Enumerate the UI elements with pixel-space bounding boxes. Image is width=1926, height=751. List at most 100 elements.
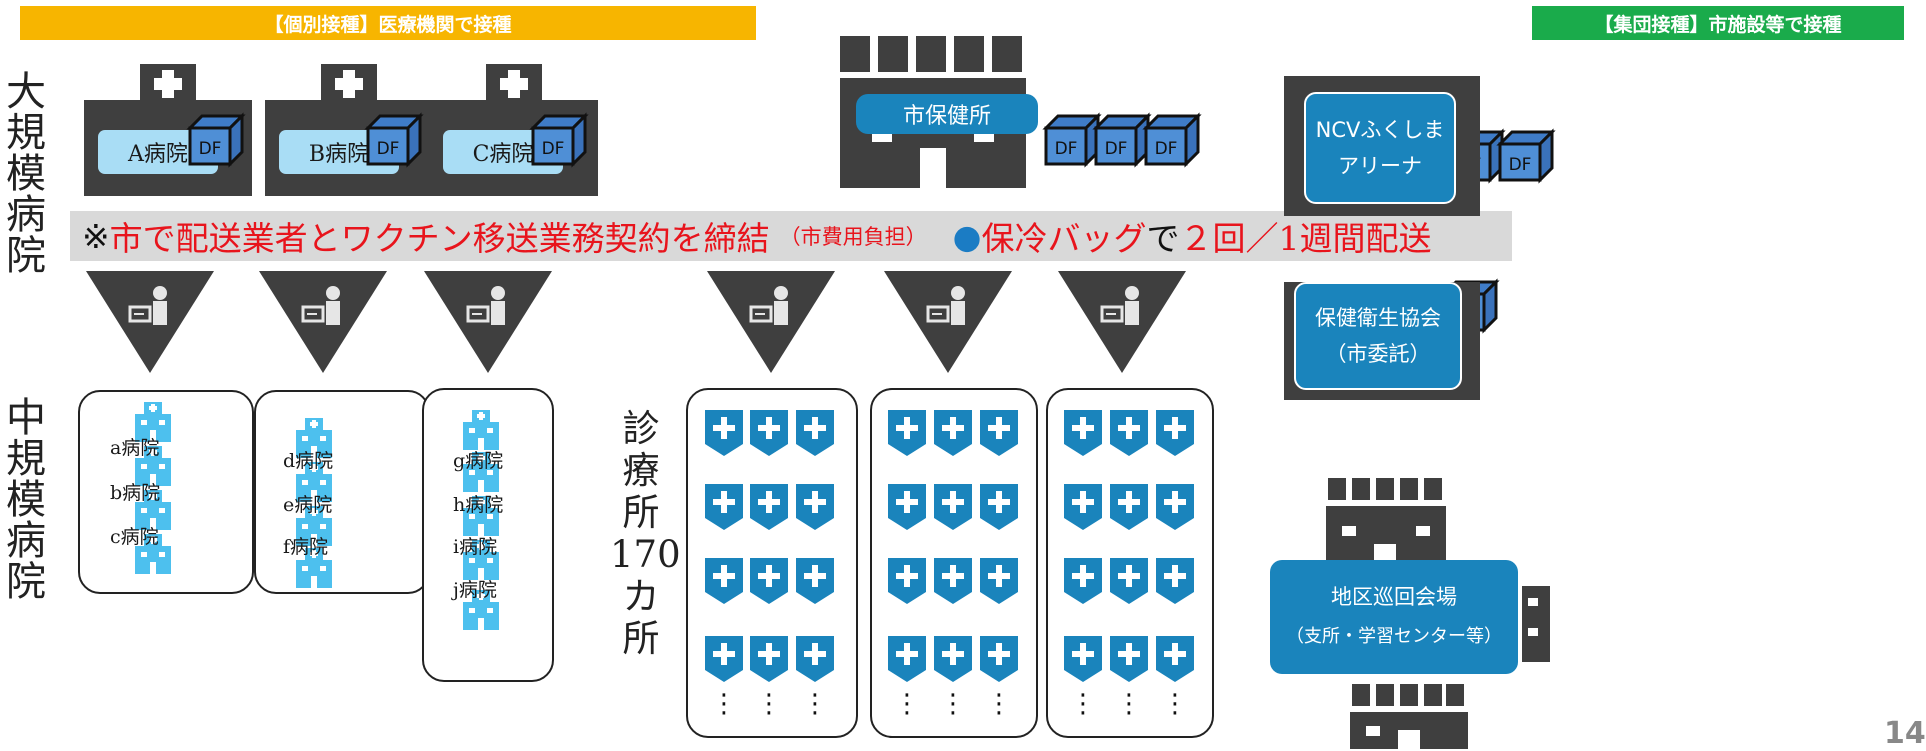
clinic-label: 診 療 所 170 カ 所 [610,407,681,660]
more-clinics-ellipsis: ⋮ [1162,689,1188,719]
clinic-icon [1156,636,1194,682]
clinic-icon [796,636,834,682]
clinic-icon [888,636,926,682]
clinic-icon [934,636,972,682]
hospital-building-icon [296,462,332,502]
individual-vaccination-header-text: 【個別接種】医療機関で接種 [264,13,512,36]
df-box-icon: DF [186,112,246,168]
association-name-line1: 保健衛生協会 [1315,306,1441,330]
df-box-icon: DF [364,112,424,168]
clinic-icon [934,558,972,604]
df-label: DF [542,139,565,159]
clinic-icon [750,558,788,604]
band-contract-text: 市で配送業者とワクチン移送業務契約を締結 [109,219,770,258]
clinic-icon [934,410,972,456]
band-mark: ※ [82,216,110,256]
label-char: 中 [6,395,46,441]
hospital-name: g病院 [453,450,504,472]
label-char: 模 [6,151,46,197]
clinic-icon [750,410,788,456]
mid-hospital-label: 中 規 模 病 院 [4,398,48,603]
hospital-name: f病院 [283,536,329,558]
clinic-icon [1110,484,1148,530]
page-number: 14 [1884,716,1926,751]
delivery-contract-band: ※ 市で配送業者とワクチン移送業務契約を締結 （市費用負担） ● 保冷バッグ で… [70,211,1512,261]
df-box-icon: DF [1042,112,1102,168]
hospital-name: d病院 [283,450,334,472]
clinic-icon [1156,410,1194,456]
health-center-text: 市保健所 [902,104,991,129]
band-cost-note: （市費用負担） [779,225,927,249]
hospital-building-icon [135,446,171,486]
courier-icon [466,286,505,325]
group-vaccination-header-text: 【集団接種】市施設等で接種 [1594,13,1842,36]
clinic-icon [705,410,743,456]
clinic-icon [750,484,788,530]
hospital-building-icon [296,506,332,546]
more-clinics-ellipsis: ⋮ [711,689,737,719]
hospital-name: c病院 [110,526,159,548]
more-clinics-ellipsis: ⋮ [940,689,966,719]
df-box-icon: DF [1142,112,1202,168]
health-center-label: 市保健所 [856,94,1038,134]
hospital-name: j病院 [453,579,497,601]
more-clinics-ellipsis: ⋮ [756,689,782,719]
band-delivery-mid: で [1146,219,1180,258]
individual-vaccination-header: 【個別接種】医療機関で接種 [20,6,756,40]
df-label: DF [377,139,400,159]
hospital-building-icon [463,410,499,450]
label-char: 170 [610,533,681,576]
label-char: 規 [6,436,46,482]
clinic-icon [1064,484,1102,530]
more-clinics-ellipsis: ⋮ [802,689,828,719]
district-venue-note: （支所・学習センター等） [1286,626,1502,647]
hospital-name: e病院 [283,494,333,516]
clinic-icon [980,558,1018,604]
band-delivery-text: ２回／1週間配送 [1179,219,1432,258]
clinic-icon [980,484,1018,530]
more-clinics-ellipsis: ⋮ [894,689,920,719]
df-box-icon: DF [529,112,589,168]
clinic-icon [980,410,1018,456]
df-label: DF [1055,139,1078,159]
label-char: 規 [6,110,46,156]
mid-hospital-group-2 [254,390,430,594]
clinic-icon [888,558,926,604]
arena-name-line1: NCVふくしま [1315,118,1445,142]
hospital-name: a病院 [110,437,160,459]
clinic-icon [1110,636,1148,682]
clinic-icon [705,636,743,682]
association-name-line2: （市委託） [1325,342,1431,366]
hospital-building-icon [463,452,499,492]
more-clinics-ellipsis: ⋮ [1070,689,1096,719]
label-char: 病 [6,518,46,564]
courier-icon [1100,286,1139,325]
label-char: 模 [6,477,46,523]
more-clinics-ellipsis: ⋮ [1116,689,1142,719]
clinic-icon [750,636,788,682]
clinic-icon [1156,484,1194,530]
clinic-icon [796,558,834,604]
label-char: 院 [6,233,46,279]
clinic-icon [1064,410,1102,456]
hospital-name: b病院 [110,482,161,504]
association-label: 保健衛生協会 （市委託） [1294,282,1462,390]
clinic-icon [888,484,926,530]
label-char: 所 [622,617,660,660]
hospital-building-icon [463,590,499,630]
df-label: DF [199,139,222,159]
courier-icon [749,286,788,325]
hospital-building-icon [296,548,332,588]
hospital-building-icon [135,534,171,574]
courier-icon [128,286,167,325]
clinic-icon [934,484,972,530]
label-char: 診 [622,407,660,450]
large-hospital-label: 大 規 模 病 院 [4,72,48,277]
clinic-icon [1110,558,1148,604]
more-clinics-ellipsis: ⋮ [986,689,1012,719]
label-char: 療 [622,449,660,492]
clinic-icon [1064,558,1102,604]
